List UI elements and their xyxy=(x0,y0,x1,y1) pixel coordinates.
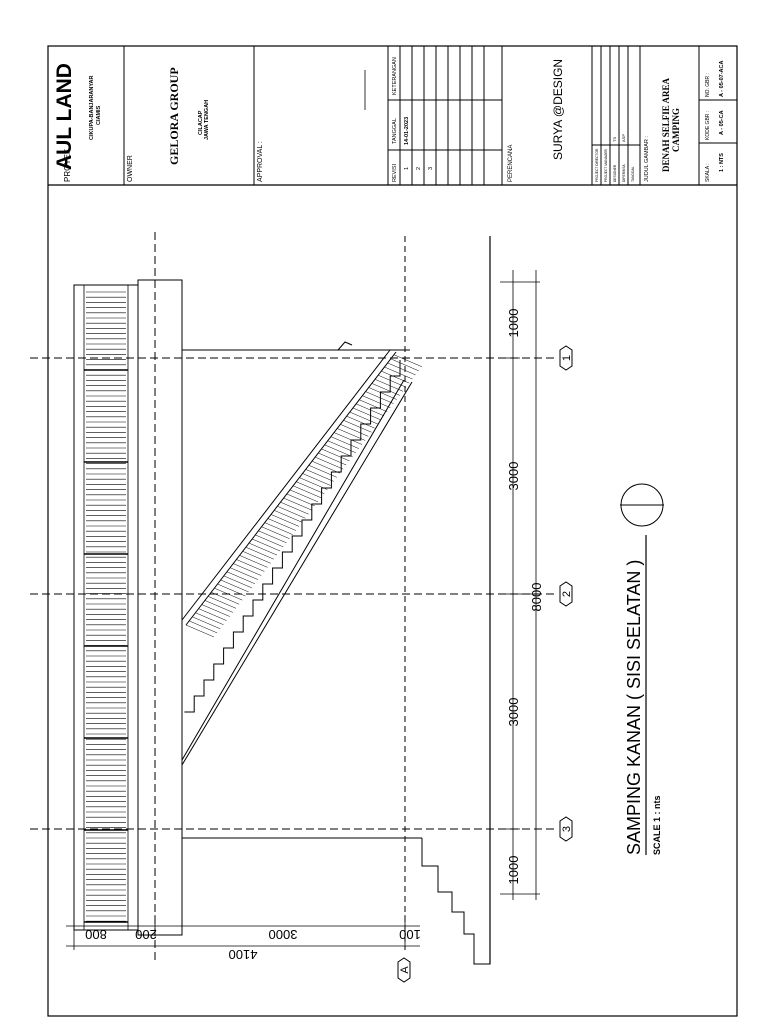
skala-value: 1 : NTS xyxy=(719,153,725,172)
keterangan-header: KETERANGAN xyxy=(392,57,398,95)
perencana-name: SURYA @DESIGN xyxy=(551,59,565,160)
staff-role-3: DESIGNER xyxy=(613,164,617,182)
staff-role-1: PROJECT DIRECTOR xyxy=(595,148,599,182)
dim-h-seg-2: 3000 xyxy=(506,462,521,491)
revision-no-3: 3 xyxy=(428,167,434,170)
project-address-1: CIKUPA-BANJARANYAR xyxy=(89,75,95,140)
kode-label: KODE GBR : xyxy=(705,111,711,140)
revisi-header: REVISI xyxy=(392,163,398,182)
revision-no-2: 2 xyxy=(416,167,422,170)
staff-role-2: PROJECT MANAGER xyxy=(604,148,608,182)
north-arrow-icon xyxy=(620,483,664,527)
grid-label-a: A xyxy=(399,966,411,974)
staff-value-3: TS xyxy=(612,137,617,142)
deck-slab xyxy=(137,279,183,936)
tanggal-header: TANGGAL xyxy=(392,118,398,144)
proyek-label: PROYEK xyxy=(63,148,72,182)
columns xyxy=(181,349,422,839)
title-block: PROYEK AUL LAND CIKUPA-BANJARANYAR CIAMI… xyxy=(53,57,725,182)
revision-date-1: 14-01-2023 xyxy=(404,117,410,145)
dim-h-seg-4: 1000 xyxy=(506,856,521,885)
owner-name: GELORA GROUP xyxy=(167,67,181,165)
dim-v-total: 4100 xyxy=(229,947,258,962)
revision-no-1: 1 xyxy=(404,167,410,170)
stair-balusters xyxy=(185,354,422,638)
kode-value: A - 05-CA xyxy=(719,110,725,135)
grid-label-1: 1 xyxy=(561,355,573,361)
project-address-2: CIAMIS xyxy=(96,105,102,125)
sheet-border xyxy=(47,45,738,1017)
dimension-chain-horizontal xyxy=(500,270,540,900)
dim-v-seg-4: 100 xyxy=(399,927,421,942)
dimension-chain-vertical xyxy=(66,915,420,950)
judul-label: JUDUL GAMBAR : xyxy=(644,136,650,182)
grid-label-3: 3 xyxy=(561,826,573,832)
dim-h-total: 8000 xyxy=(529,583,544,612)
railing-band xyxy=(73,284,139,931)
handrail-end xyxy=(337,341,353,351)
owner-label: OWNER xyxy=(127,155,134,182)
lower-stairs xyxy=(421,236,491,965)
balusters xyxy=(84,291,128,923)
nomor-value: A - 05-07-ACA xyxy=(719,61,725,97)
dim-v-seg-3: 3000 xyxy=(269,927,298,942)
drawing-title-1: DENAH SELFIE AREA xyxy=(661,77,671,172)
drawing-title-2: CAMPING xyxy=(671,108,681,152)
project-name: AUL LAND xyxy=(53,63,76,170)
view-title: SAMPING KANAN ( SISI SELATAN ) xyxy=(624,560,644,855)
staff-role-5: TANGGAL xyxy=(631,166,635,182)
staff-role-4: DIPERIKSA xyxy=(622,164,626,182)
dim-h-seg-3: 3000 xyxy=(506,698,521,727)
grid-label-2: 2 xyxy=(561,591,573,597)
staff-value-4: ASP xyxy=(621,134,626,142)
approval-label: APPROVAL : xyxy=(257,141,264,182)
grid-bubbles: 1 2 3 A xyxy=(397,345,573,983)
owner-address-2: JAWA TENGAH xyxy=(204,100,210,140)
owner-address-1: CILACAP xyxy=(198,110,204,135)
dim-v-seg-2: 200 xyxy=(135,927,157,942)
dim-h-seg-1: 1000 xyxy=(506,309,521,338)
scale-text: SCALE 1 : nts xyxy=(652,795,662,855)
perencana-label: PERENCANA xyxy=(508,145,514,182)
grid-lines xyxy=(30,232,555,960)
skala-label: SKALA : xyxy=(705,163,711,182)
stair-flight xyxy=(181,341,422,713)
title-block-grid xyxy=(123,46,737,185)
nomor-label: NO. GBR : xyxy=(705,73,711,97)
dim-v-seg-1: 800 xyxy=(85,927,107,942)
